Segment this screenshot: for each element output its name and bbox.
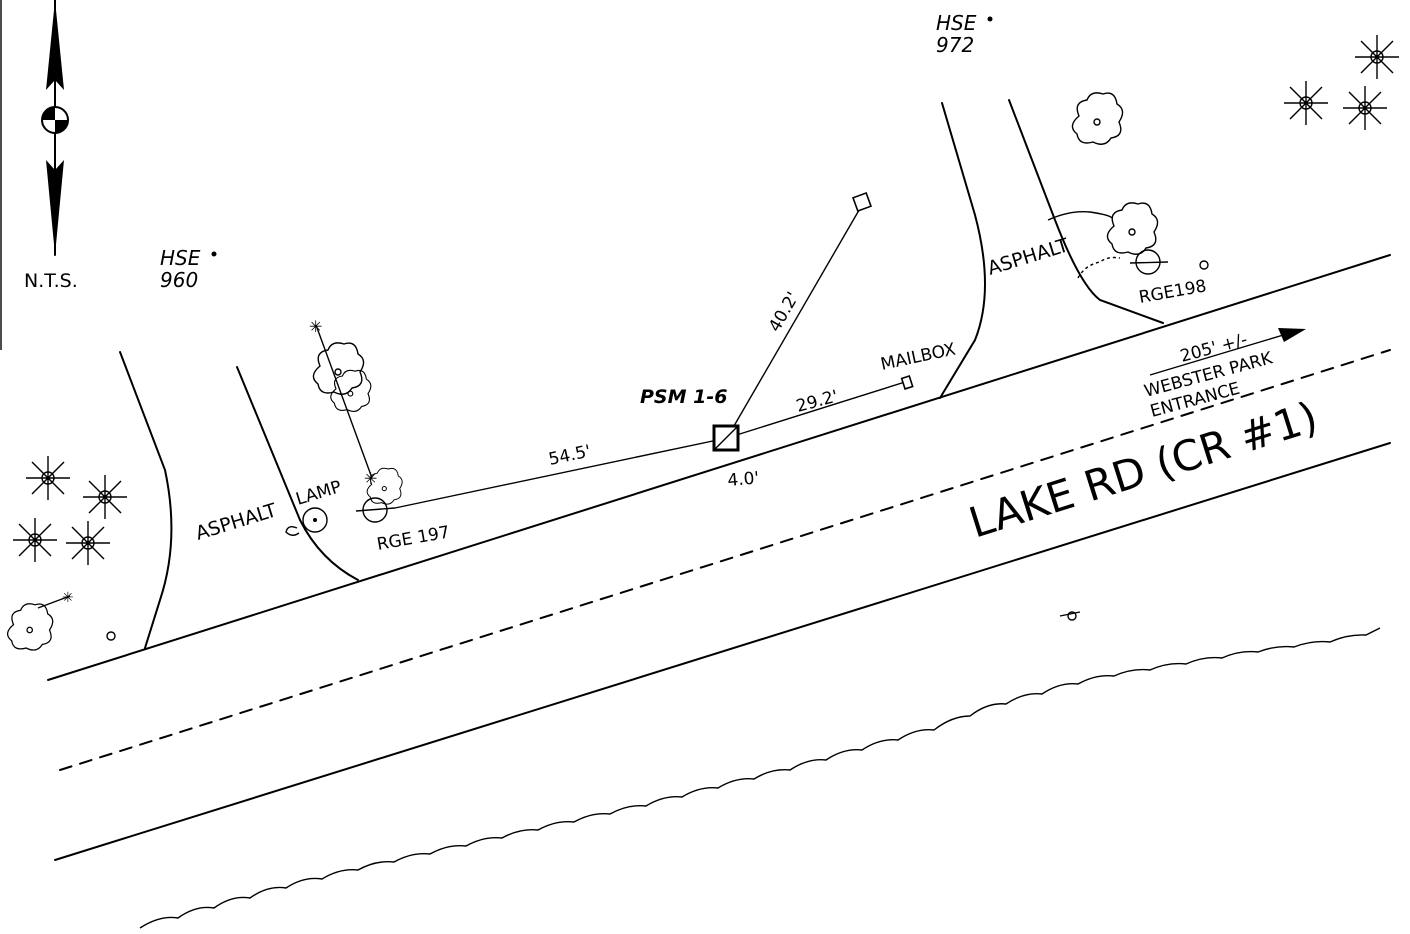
tree-left <box>6 603 54 651</box>
driveway-right: ASPHALT <box>939 99 1164 399</box>
asphalt-label-right: ASPHALT <box>985 234 1072 280</box>
road-centerline <box>59 349 1391 771</box>
small-marker-left <box>106 631 116 641</box>
house-972-line1: HSE <box>936 11 977 35</box>
dist-4-0: 4.0' <box>727 468 760 491</box>
house-972-line2: 972 <box>936 33 974 57</box>
bush-right-3 <box>1342 85 1388 131</box>
lamp-label: LAMP <box>294 477 344 510</box>
dist-54-5: 54.5' <box>547 441 593 469</box>
bush-left-3 <box>12 517 58 563</box>
asphalt-label-left: ASPHALT <box>193 499 280 545</box>
rge-198: RGE198 <box>1106 202 1209 308</box>
small-marker-south <box>1067 611 1077 621</box>
mailbox-label: MAILBOX <box>879 339 958 374</box>
bush-left-2 <box>82 474 128 520</box>
svg-text:✳: ✳ <box>309 317 322 336</box>
road-south-edge <box>54 442 1391 861</box>
bush-left-1 <box>25 455 71 501</box>
house-960-line1: HSE <box>160 246 201 270</box>
rge-197: ✳ ✳ RGE 197 <box>309 317 451 555</box>
psm-label: PSM 1-6 <box>640 386 727 408</box>
bush-left-4 <box>65 520 111 566</box>
nts-label: N.T.S. <box>24 270 78 292</box>
rge198-label: RGE198 <box>1137 276 1208 308</box>
road-north-edge <box>47 254 1391 681</box>
road-name-label: LAKE RD (CR #1) <box>963 392 1323 548</box>
rge197-label: RGE 197 <box>375 522 451 554</box>
dist-29-2: 29.2' <box>794 387 840 417</box>
bush-right-1 <box>1354 34 1400 80</box>
bush-right-2 <box>1283 80 1329 126</box>
tree-north <box>1071 92 1124 145</box>
north-arrow: N.T.S. <box>24 0 78 292</box>
house-960: HSE 960 <box>160 246 217 292</box>
south-treeline <box>139 627 1381 929</box>
house-972: HSE 972 <box>936 11 993 57</box>
psm-monument: PSM 1-6 <box>394 192 914 509</box>
house-960-line2: 960 <box>160 268 198 292</box>
dist-40-2: 40.2' <box>765 289 804 336</box>
svg-text:✳: ✳ <box>62 590 74 606</box>
